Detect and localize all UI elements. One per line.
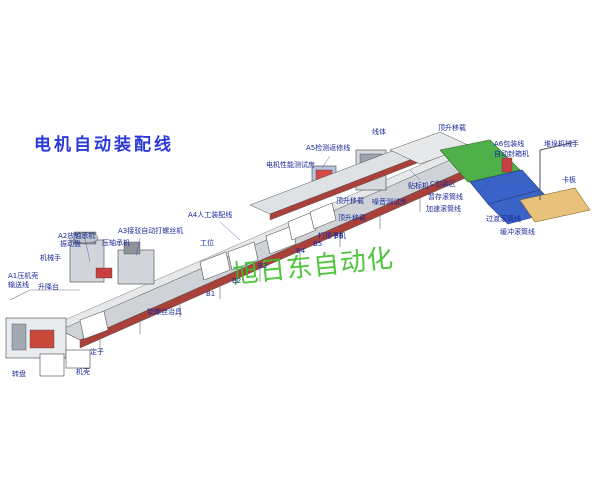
label-buffer-roller: 暂存滚筒线 <box>428 193 463 201</box>
label-lift-table: 升降台 <box>38 283 59 291</box>
label-turntable: 转盘 <box>12 370 26 378</box>
label-station: 工位 <box>200 239 214 247</box>
packing-area <box>439 139 591 225</box>
label-palletizer-robot: 堆垛机械手 <box>544 140 579 148</box>
label-conveyor: 输送线 <box>8 281 29 289</box>
label-labeler: 贴标机 <box>408 182 429 190</box>
label-b1: B1 <box>206 290 216 298</box>
label-cushion-roller: 缓冲滚筒线 <box>500 228 535 236</box>
diagram-title: 电机自动装配线 <box>34 135 174 155</box>
label-packing-zone: C包装区 <box>430 180 456 188</box>
label-b2: B2 <box>232 277 242 285</box>
press-machine-area <box>5 289 91 377</box>
label-stacker: 打摞子机 <box>318 232 346 240</box>
label-housing: 机壳 <box>76 368 90 376</box>
label-a1: A1压机壳 <box>8 272 39 280</box>
label-noise-room: 噪音测试房 <box>372 198 407 206</box>
label-lift-transfer-1: 顶升移载 <box>336 197 364 205</box>
label-lift-transfer-3: 顶升移载 <box>438 124 466 132</box>
label-accel-roller: 加速滚筒线 <box>426 205 461 213</box>
label-stator: 定子 <box>90 348 104 356</box>
label-pallet: 卡板 <box>562 176 576 184</box>
label-lift-transfer-2: 顶升移载 <box>338 214 366 222</box>
label-vibration-bowl: 振动盘 <box>60 240 81 248</box>
upper-conveyor <box>249 131 471 221</box>
label-a6: A6包装线 <box>494 140 525 148</box>
label-case-sealer: 自动封箱机 <box>494 150 529 158</box>
label-a5: A5检测返修线 <box>306 144 351 152</box>
label-a2: A2放轴承机 <box>58 232 96 240</box>
label-bearing-press: 压轴承机 <box>102 239 130 247</box>
label-screw-fixture: 锁螺丝治具 <box>147 308 182 316</box>
label-a3: A3接驳自动打螺丝机 <box>118 227 184 235</box>
leader-lines <box>84 155 491 263</box>
label-motor-test-room: 电机性能测试房 <box>266 161 315 169</box>
label-a4: A4人工装配线 <box>188 211 233 219</box>
label-transition-roller: 过渡滚筒线 <box>486 215 521 223</box>
workbenches <box>79 202 337 340</box>
label-b3: B3 <box>258 262 268 270</box>
label-b5: B5 <box>313 240 323 248</box>
label-robot-arm: 机械手 <box>40 254 61 262</box>
label-b4: B4 <box>296 247 306 255</box>
label-line-body: 线体 <box>372 128 386 136</box>
label-b6: B6 <box>334 232 344 240</box>
